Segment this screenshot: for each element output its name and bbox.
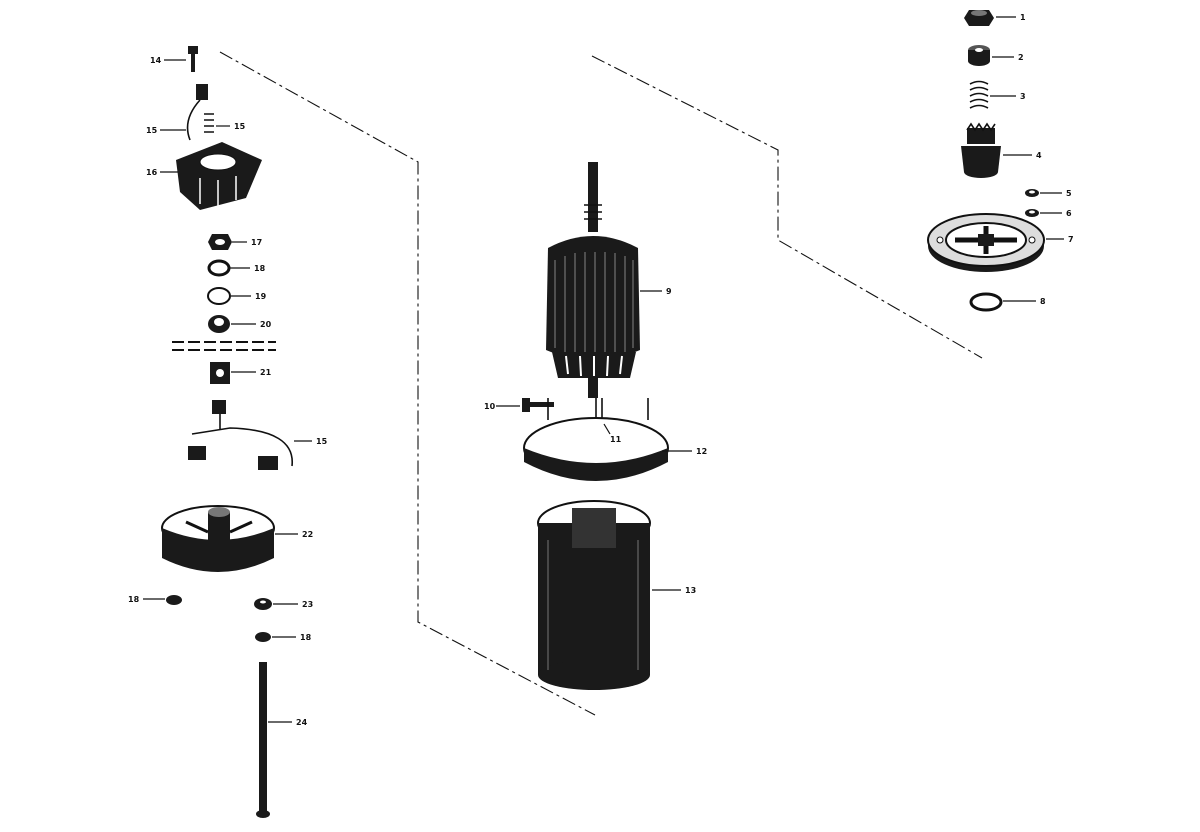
part-14-screw (188, 46, 198, 72)
assembly-guide-lines (219, 51, 983, 716)
part-3-spring (969, 80, 989, 109)
callout-18-upper: 18 (254, 264, 266, 273)
callout-20: 20 (260, 320, 272, 329)
callout-13: 13 (685, 586, 696, 595)
part-18-washer-lower (255, 632, 271, 642)
part-10-screw (522, 398, 554, 412)
part-18-washer (207, 259, 231, 277)
callout-19: 19 (255, 292, 267, 301)
callout-10: 10 (484, 402, 496, 411)
callout-15-lower: 15 (316, 437, 328, 446)
callout-17: 17 (251, 238, 262, 247)
part-16-brush-holder (176, 142, 262, 210)
callout-21: 21 (260, 368, 272, 377)
callout-18-lower: 18 (300, 633, 312, 642)
part-23-washer (254, 598, 272, 610)
callout-5: 5 (1066, 189, 1072, 198)
part-12-housing-band (523, 398, 669, 481)
callout-9: 9 (666, 287, 672, 296)
part-20-insulator (208, 315, 230, 333)
callout-7: 7 (1068, 235, 1074, 244)
separator-dashes (172, 341, 276, 351)
callout-15-upper-left: 15 (146, 126, 158, 135)
part-15-field-brush-leads (188, 400, 293, 470)
callout-8: 8 (1040, 297, 1046, 306)
part-22-commutator-end-head (161, 505, 275, 572)
part-2-collar (968, 45, 990, 66)
part-21-terminal-block (210, 362, 230, 384)
part-17-nut (208, 234, 232, 250)
part-24-through-bolt (256, 662, 270, 818)
leader-lines (143, 16, 1064, 723)
callout-22: 22 (302, 530, 313, 539)
callout-14: 14 (150, 56, 162, 65)
callout-16: 16 (146, 168, 158, 177)
part-15-brush-lead (186, 84, 214, 141)
callout-1: 1 (1020, 13, 1026, 22)
callout-23: 23 (302, 600, 313, 609)
callouts: 1 2 3 4 5 6 7 8 9 10 11 12 13 14 15 15 1… (128, 13, 1074, 727)
callout-18-left: 18 (128, 595, 140, 604)
callout-24: 24 (296, 718, 308, 727)
part-4-drive-pinion (961, 122, 1001, 178)
part-1-nut (964, 10, 994, 26)
callout-4: 4 (1036, 151, 1042, 160)
part-18-washer-lower-left (166, 595, 182, 605)
part-13-field-frame (537, 500, 651, 690)
callout-6: 6 (1066, 209, 1072, 218)
callout-12: 12 (696, 447, 707, 456)
part-8-gasket-washer (969, 292, 1003, 312)
part-6-washer (1025, 209, 1039, 217)
part-7-drive-end-plate (927, 213, 1045, 272)
callout-11: 11 (610, 435, 622, 444)
callout-15-upper-right: 15 (234, 122, 246, 131)
part-9-armature (546, 162, 640, 398)
part-19-washer (207, 287, 231, 305)
callout-3: 3 (1020, 92, 1026, 101)
callout-2: 2 (1018, 53, 1024, 62)
part-5-washer (1025, 189, 1039, 197)
